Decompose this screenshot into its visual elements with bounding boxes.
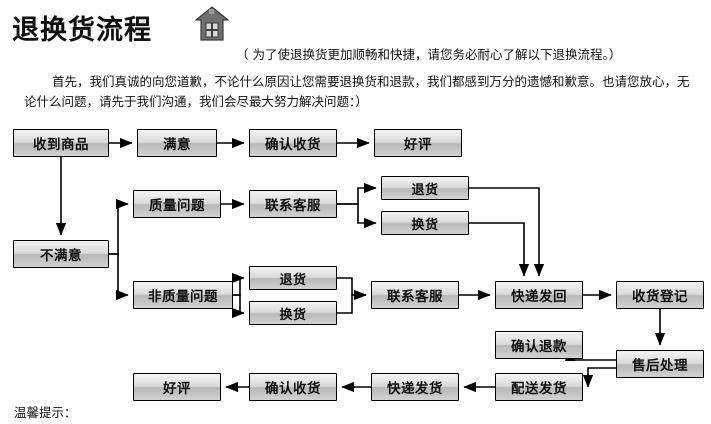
flow-node-n6: 联系客服 (249, 190, 337, 218)
page-title: 退换货流程 (12, 15, 152, 46)
flow-node-n19: 快递发货 (371, 373, 459, 401)
intro-line-1: 首先，我们真诚的向您道歉，不论什么原因让您需要退换货和退款，我们都感到万分的遗憾… (52, 74, 690, 89)
flow-node-n13: 联系客服 (371, 281, 459, 309)
flow-node-n10: 非质量问题 (133, 281, 233, 309)
flow-node-n7: 退货 (381, 176, 469, 200)
subtitle: （ 为了使退换货更加顺畅和快捷，请您务必耐心了解以下退换流程。） (236, 47, 622, 62)
intro-paragraph: 首先，我们真诚的向您道歉，不论什么原因让您需要退换货和退款，我们都感到万分的遗憾… (24, 72, 692, 112)
flow-node-n21: 好评 (133, 373, 221, 401)
flow-node-n20: 确认收货 (249, 373, 337, 401)
flow-node-n5: 质量问题 (133, 190, 221, 218)
flow-node-n16: 确认退款 (495, 331, 583, 359)
house-icon (195, 6, 229, 41)
flow-node-n4: 好评 (374, 129, 462, 157)
intro-line-2: 论什么问题，请先于我们沟通，我们会尽最大努力解决问题：） (24, 94, 368, 109)
flow-node-n12: 换货 (249, 301, 337, 325)
flow-node-n8: 换货 (381, 211, 469, 235)
flow-node-n17: 售后处理 (616, 350, 704, 378)
flow-node-n14: 快递发回 (495, 281, 583, 309)
flow-node-n11: 退货 (249, 266, 337, 290)
flow-node-n3: 确认收货 (249, 129, 337, 157)
flow-node-n9: 不满意 (13, 240, 109, 268)
footer-tip: 温馨提示： (14, 405, 77, 420)
flow-node-n15: 收货登记 (616, 281, 704, 309)
flow-node-n1: 收到商品 (13, 129, 109, 157)
flow-node-n2: 满意 (137, 129, 217, 157)
flow-node-n18: 配送发货 (495, 373, 583, 401)
